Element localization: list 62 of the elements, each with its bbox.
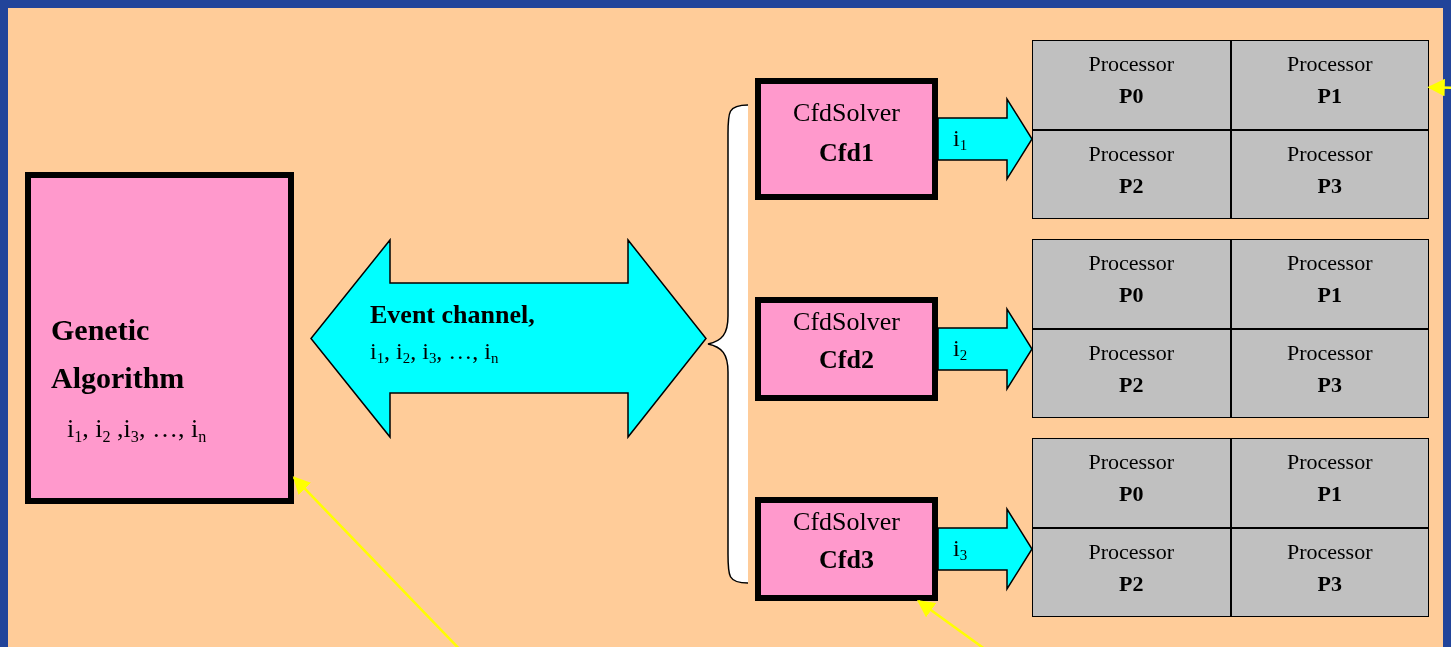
processor-cell [1230, 239, 1429, 329]
processor-id: P3 [1316, 570, 1343, 596]
processor-id: P0 [1118, 83, 1145, 109]
solver-id: Cfd3 [818, 545, 875, 575]
processor-label: Processor [1087, 140, 1175, 166]
processor-id: P0 [1118, 481, 1145, 507]
block-arrow [937, 96, 1033, 182]
processor-id: P3 [1316, 172, 1343, 198]
processor-label: Processor [1285, 538, 1374, 564]
block-arrow [937, 306, 1033, 392]
block-arrow [937, 506, 1033, 592]
process-box [25, 172, 294, 504]
processor-cell [1230, 40, 1429, 130]
processor-id: P0 [1118, 282, 1145, 308]
curly-brace [707, 104, 749, 584]
processor-id: P1 [1316, 481, 1343, 507]
processor-group-box [1032, 239, 1429, 418]
double-arrow-shape [311, 239, 706, 438]
solver-label: CfdSolver [792, 98, 901, 128]
edge-label: i$_{1}$ [953, 125, 968, 153]
processor-cell [1230, 328, 1429, 418]
solver-label: CfdSolver [792, 307, 901, 337]
processor-label: Processor [1087, 250, 1175, 276]
leader-arrow [1427, 78, 1451, 97]
processor-label: Processor [1285, 339, 1374, 365]
processor-cell [1032, 527, 1231, 617]
processor-cell [1032, 239, 1231, 329]
processor-cell [1032, 129, 1231, 219]
processor-cell [1230, 527, 1429, 617]
processor-cell [1032, 328, 1231, 418]
processor-label: Processor [1087, 339, 1175, 365]
processor-cell [1032, 40, 1231, 130]
index-list: i$_{1}$, i$_{2}$, i$_{3}$, …, i$_{n}$ [370, 338, 499, 366]
processor-group-box [1032, 438, 1429, 617]
solver-label: CfdSolver [792, 507, 901, 537]
solver-id: Cfd1 [818, 138, 875, 168]
processor-label: Processor [1087, 449, 1175, 475]
index-list: i$_{1}$, i$_{2}$ ,i$_{3}$, …, i$_{n}$ [67, 414, 207, 444]
channel-title: Event channel, [370, 300, 535, 330]
processor-id: P3 [1316, 371, 1343, 397]
processor-id: P2 [1118, 570, 1145, 596]
solver-box [755, 497, 938, 601]
processor-label: Processor [1087, 538, 1175, 564]
processor-group-box [1032, 40, 1429, 219]
processor-label: Processor [1285, 250, 1374, 276]
processor-label: Processor [1285, 449, 1374, 475]
processor-label: Processor [1285, 51, 1374, 77]
edge-label: i$_{3}$ [953, 535, 968, 563]
processor-id: P1 [1316, 282, 1343, 308]
edge-label: i$_{2}$ [953, 335, 968, 363]
processor-label: Processor [1087, 51, 1175, 77]
processor-id: P2 [1118, 371, 1145, 397]
processor-cell [1230, 438, 1429, 528]
solver-box [755, 297, 938, 401]
processor-cell [1230, 129, 1429, 219]
box-title: Genetic Algorithm [51, 312, 186, 396]
processor-id: P2 [1118, 172, 1145, 198]
processor-label: Processor [1285, 140, 1374, 166]
solver-box [755, 78, 938, 200]
processor-cell [1032, 438, 1231, 528]
solver-id: Cfd2 [818, 345, 875, 375]
processor-id: P1 [1316, 83, 1343, 109]
